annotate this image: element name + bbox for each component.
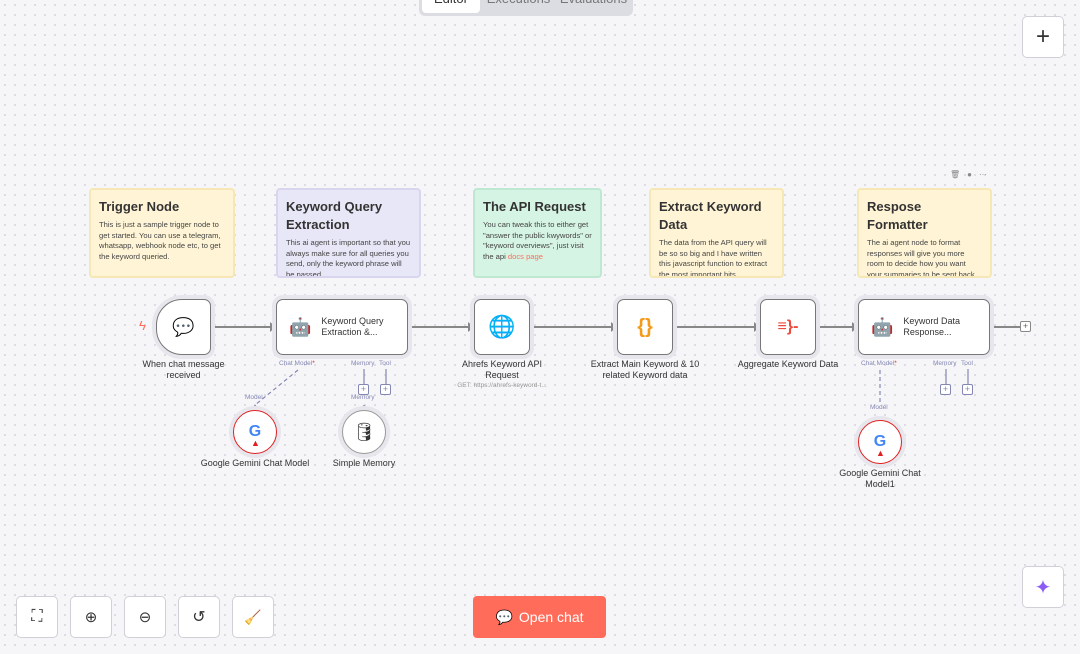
robot-icon: 🤖 (289, 316, 312, 337)
zoom-in-icon: ⊕ (84, 609, 98, 626)
aggregate-icon: ≡}- (777, 318, 799, 335)
node-caption: Keyword Query Extraction &... (321, 316, 384, 337)
docs-link[interactable]: docs page (507, 251, 543, 261)
palette-icon[interactable]: ● (967, 170, 972, 179)
sparkle-icon: ✦ (1034, 576, 1052, 599)
node-aggregate[interactable]: ≡}- (760, 299, 816, 355)
robot-icon: 🤖 (871, 316, 894, 337)
tab-editor[interactable]: Editor (422, 0, 480, 13)
node-response-agent[interactable]: 🤖 Keyword Data Response... (858, 299, 990, 355)
node-gemini-chat-model[interactable]: G ▲ (233, 410, 277, 454)
port-memory: Memory (351, 360, 375, 367)
broom-icon: 🧹 (244, 608, 262, 625)
node-gemini-chat-model-1[interactable]: G ▲ (858, 420, 902, 464)
sticky-body: The ai agent node to format responses wi… (867, 238, 975, 278)
port-memory-input: Memory (351, 394, 375, 401)
database-icon: 🛢 (352, 421, 376, 442)
node-label: Aggregate Keyword Data (737, 359, 839, 369)
zoom-out-icon: ⊖ (138, 609, 152, 626)
tidy-up-button[interactable]: 🧹 (232, 596, 274, 638)
sticky-note-response-formatter[interactable]: Respose Formatter The ai agent node to f… (857, 188, 992, 278)
port-chat-model: Chat Model* (279, 360, 315, 367)
sticky-body: You can tweak this to either get "answer… (483, 220, 592, 262)
sticky-toolbar: 🗑 ● ··· (950, 170, 987, 179)
reset-zoom-button[interactable]: ↺ (178, 596, 220, 638)
port-tool: Tool (961, 360, 973, 367)
node-label: Extract Main Keyword & 10 related Keywor… (590, 359, 700, 380)
sticky-title: Trigger Node (99, 199, 180, 214)
fit-view-button[interactable]: ⛶ (16, 596, 58, 638)
sticky-title: Respose Formatter (867, 199, 928, 232)
ai-connection (254, 369, 299, 406)
node-subtitle: GET: https://ahrefs-keyword-t... (457, 382, 547, 389)
port-model: Model (245, 394, 263, 401)
sticky-body: The data from the API query will be so s… (659, 238, 768, 278)
sticky-note-extract-data[interactable]: Extract Keyword Data The data from the A… (649, 188, 784, 278)
sticky-body-text: You can tweak this to either get "answer… (483, 220, 592, 261)
view-tabs: Editor Executions Evaluations (419, 0, 633, 16)
warning-icon: ▲ (876, 448, 885, 458)
port-tool: Tool (379, 360, 391, 367)
sticky-body: This is just a sample trigger node to ge… (99, 220, 221, 261)
google-icon: G (873, 433, 887, 450)
tab-executions[interactable]: Executions (482, 0, 555, 13)
sticky-note-keyword-extraction[interactable]: Keyword Query Extraction This ai agent i… (276, 188, 421, 278)
tab-evaluations[interactable]: Evaluations (557, 0, 630, 13)
chat-icon: 💬 (172, 316, 195, 337)
globe-icon: 🌐 (488, 314, 516, 339)
add-node-button[interactable]: + (1022, 16, 1064, 58)
trigger-bolt-icon: ϟ (139, 318, 146, 333)
port-memory: Memory (933, 360, 957, 367)
sticky-title: Keyword Query Extraction (286, 199, 383, 232)
add-memory-button[interactable]: + (940, 384, 951, 395)
add-tool-button[interactable]: + (962, 384, 973, 395)
add-memory-button[interactable]: + (358, 384, 369, 395)
node-caption: Keyword Data Response... (903, 316, 960, 337)
sticky-title: The API Request (483, 199, 586, 214)
zoom-out-button[interactable]: ⊖ (124, 596, 166, 638)
undo-icon: ↺ (192, 609, 206, 626)
node-label: Simple Memory (332, 458, 396, 468)
node-code[interactable]: {} (617, 299, 673, 355)
code-braces-icon: {} (637, 315, 653, 338)
open-chat-label: Open chat (518, 609, 584, 625)
node-chat-trigger[interactable]: 💬 (156, 299, 211, 355)
node-keyword-agent[interactable]: 🤖 Keyword Query Extraction &... (276, 299, 408, 355)
fullscreen-icon: ⛶ (31, 608, 43, 625)
node-label: When chat message received (142, 359, 225, 380)
sticky-body: This ai agent is important so that you a… (286, 238, 411, 278)
sticky-title: Extract Keyword Data (659, 199, 762, 232)
plus-icon: + (1035, 23, 1050, 50)
node-label: Google Gemini Chat Model (200, 458, 310, 468)
port-model: Model (870, 404, 888, 411)
add-next-node-button[interactable]: + (1020, 321, 1031, 332)
more-icon[interactable]: ··· (979, 170, 987, 179)
port-chat-model: Chat Model* (861, 360, 897, 367)
node-http-request[interactable]: 🌐 (474, 299, 530, 355)
ai-assistant-button[interactable]: ✦ (1022, 566, 1064, 608)
node-label: Google Gemini Chat Model1 (839, 468, 921, 489)
sticky-note-api-request[interactable]: The API Request You can tweak this to ei… (473, 188, 602, 278)
node-label: Ahrefs Keyword API Request (461, 359, 543, 380)
trash-icon[interactable]: 🗑 (950, 170, 961, 179)
add-tool-button[interactable]: + (380, 384, 391, 395)
chat-bubble-icon: 💬 (495, 608, 513, 625)
warning-icon: ▲ (251, 438, 260, 448)
sticky-note-trigger[interactable]: Trigger Node This is just a sample trigg… (89, 188, 235, 278)
zoom-in-button[interactable]: ⊕ (70, 596, 112, 638)
node-simple-memory[interactable]: 🛢 (342, 410, 386, 454)
open-chat-button[interactable]: 💬 Open chat (473, 596, 606, 638)
google-icon: G (248, 423, 262, 440)
